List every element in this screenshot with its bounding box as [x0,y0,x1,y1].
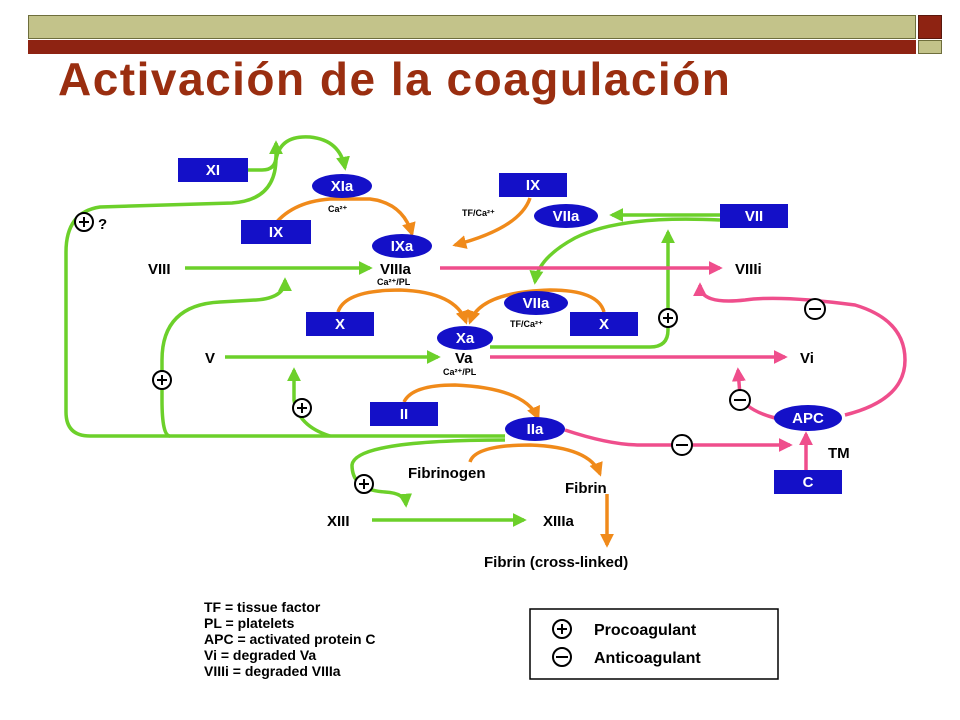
label-c: C [803,474,814,491]
corner-square-olive [918,40,942,54]
minus-icon [804,298,826,320]
path-fibrinogen-to-fibrin [468,443,603,477]
label-viia-mid: VIIa [523,295,550,312]
plus-icon [74,212,94,232]
cofactor-ca: Ca²⁺ [328,204,348,214]
label-apc: APC [792,410,824,427]
box-x-right [570,312,638,336]
cofactor-tf-ca-mid: TF/Ca²⁺ [510,319,543,329]
path-iia-feedback-v [287,367,331,438]
label-x-right: X [599,316,609,333]
path-x-right-to-xa [466,288,606,325]
plus-icon [354,474,374,494]
path-ix-to-ixa [270,197,416,237]
label-ix-top: IX [526,177,540,194]
oval-xia [312,174,372,198]
label-viii: VIII [148,261,171,278]
label-vi: Vi [800,350,814,367]
path-xi-to-xia [274,135,350,171]
minus-icon [552,647,572,667]
plus-icon [658,308,678,328]
oval-viia-mid [504,291,568,315]
oval-ixa [372,234,432,258]
slide-top-bar [28,15,916,39]
plus-icon [152,370,172,390]
oval-viia-top [534,204,598,228]
label-ii: II [400,406,408,423]
abbreviation-item: VIIIi = degraded VIIIa [204,663,341,679]
label-fibrin: Fibrin [565,480,607,497]
label-xiiia: XIIIa [543,513,575,530]
box-vii [720,204,788,228]
label-question-mark: ? [98,216,107,233]
legend-procoagulant: Procoagulant [594,622,697,639]
path-apc-to-viiii [693,282,907,417]
label-viia-top: VIIa [553,208,580,225]
abbreviation-item: APC = activated protein C [204,631,376,647]
box-x-left [306,312,374,336]
label-x-left: X [335,316,345,333]
abbreviation-key: TF = tissue factor PL = platelets APC = … [204,599,376,679]
oval-xa [437,326,493,350]
box-xi [178,158,248,182]
abbreviation-item: PL = platelets [204,615,295,631]
path-xi-up [248,140,283,172]
label-xiii: XIII [327,513,350,530]
legend-frame [529,608,779,680]
corner-square-red [918,15,942,39]
abbreviation-item: TF = tissue factor [204,599,321,615]
plus-icon [552,619,572,639]
label-fibrinogen: Fibrinogen [408,465,486,482]
cofactor-ca-pl-viiia: Ca²⁺/PL [377,277,411,287]
label-v: V [205,350,215,367]
label-ixa: IXa [391,238,414,255]
path-x-to-xa [336,288,470,325]
plus-icon [292,398,312,418]
label-viiii: VIIIi [735,261,762,278]
path-vii-to-mid-viia [529,217,721,285]
label-vii: VII [745,208,763,225]
label-fibrin-cross-linked: Fibrin (cross-linked) [484,554,628,571]
oval-iia [505,417,565,441]
path-xa-feedback-vii [490,229,675,349]
label-ix-left: IX [269,224,283,241]
slide-accent-bar [28,40,916,54]
path-iia-to-tm [564,428,793,452]
box-ix-top [499,173,567,197]
path-iia-feedback-viii [160,277,292,438]
symbol-legend: Procoagulant Anticoagulant [529,608,779,680]
box-c [774,470,842,494]
oval-apc [774,405,842,431]
path-viia-tf-to-ixa [452,197,532,249]
box-ii [370,402,438,426]
path-ii-to-iia [402,383,540,421]
label-xa: Xa [456,330,475,347]
slide-title: Activación de la coagulación [58,53,732,105]
path-iia-to-xiii [350,438,506,508]
cofactor-tf-ca-top: TF/Ca²⁺ [462,208,495,218]
label-tm: TM [828,445,850,462]
minus-icon [671,434,693,456]
label-iia: IIa [527,421,544,438]
label-xi: XI [206,162,220,179]
label-va: Va [455,350,473,367]
box-ix-left [241,220,311,244]
label-viiia: VIIIa [380,261,412,278]
abbreviation-item: Vi = degraded Va [204,647,316,663]
cofactor-ca-pl-va: Ca²⁺/PL [443,367,477,377]
minus-icon [729,389,751,411]
legend-anticoagulant: Anticoagulant [594,650,701,667]
label-xia: XIa [331,178,354,195]
